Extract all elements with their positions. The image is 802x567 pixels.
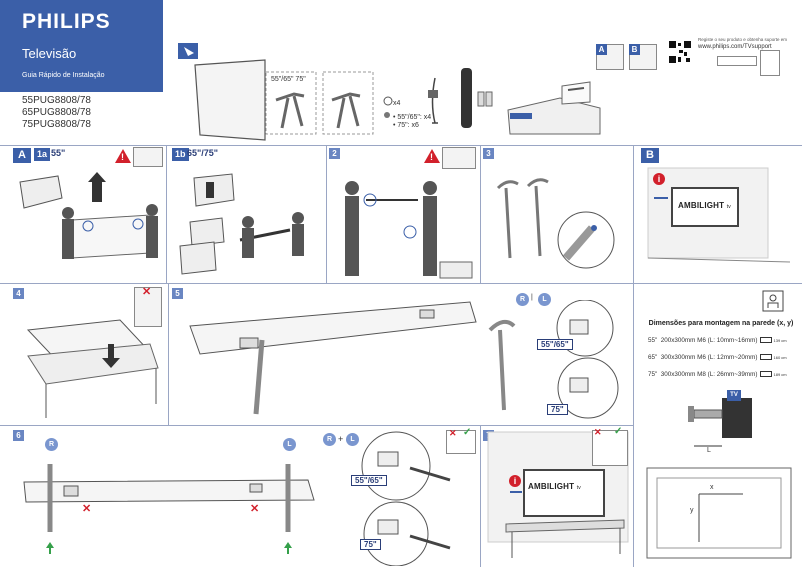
option-b-tab: B: [629, 44, 640, 55]
step-6-combo-right-circle: R: [323, 433, 336, 446]
support-url: www.philips.com/TVsupport: [698, 44, 772, 50]
product-title: Televisão: [22, 46, 77, 61]
step-1a-size: 55": [51, 148, 66, 158]
screw-count-label: x4: [393, 100, 401, 107]
step-1a-illustration: [19, 172, 158, 259]
step-1b-illustration: [179, 173, 304, 275]
step-5-left-circle: L: [538, 293, 551, 306]
ambilight-logo-7: AMBILIGHT tv: [528, 482, 581, 491]
check-icon-7: ✓: [614, 426, 623, 437]
stand-sizes-label: 55"/65" 75": [271, 76, 306, 83]
step-5-detail-illustration: [488, 300, 619, 419]
check-icon-6: ✓: [463, 427, 472, 438]
step-6-number: 6: [13, 430, 24, 441]
step-5-illustration: [189, 301, 477, 415]
step-1a-tab: 1a: [34, 148, 51, 161]
wall-mount-title: Dimensões para montagem na parede (x, y): [648, 320, 794, 327]
brand-logo: PHILIPS: [22, 10, 111, 33]
y-dimension-label: y: [690, 507, 694, 514]
tv-label: TV: [727, 390, 741, 401]
step-6-left-circle: L: [283, 438, 296, 451]
model-list: 55PUG8808/78 65PUG8808/78 75PUG8808/78: [22, 95, 91, 131]
step-5-size-75: 75": [547, 404, 568, 415]
model-75: 75PUG8808/78: [22, 119, 91, 130]
divider-1b-2: [326, 145, 327, 283]
step-3-illustration: [496, 178, 615, 269]
model-55: 55PUG8808/78: [22, 95, 91, 106]
wall-mount-row: 75" 300x300mm M8 (L: 26mm~39mm)189 cm: [648, 371, 787, 378]
step-4-number: 4: [13, 288, 24, 299]
option-a-tab: A: [596, 44, 607, 55]
step-5-size-55-65: 55"/65": [537, 339, 573, 350]
step-5-right-circle: R: [516, 293, 529, 306]
step-7-ok-thumbnail: [592, 430, 628, 466]
plus-icon: +: [338, 434, 344, 444]
divider-section-b: [633, 145, 634, 567]
cross-icon-4: ✕: [142, 286, 152, 298]
brand-header: PHILIPS Televisão Guia Rápido de Instala…: [0, 0, 163, 92]
cross-icon-6-detail: ✕: [449, 428, 457, 438]
wall-xy-diagram: [646, 467, 792, 559]
step-6-illustration: [23, 464, 315, 554]
step-2-number: 2: [329, 148, 340, 159]
divider-row-3: [0, 425, 633, 426]
registration-text: Registe o seu produto e obtenha suporte …: [698, 37, 788, 42]
cross-icon-7: ✕: [594, 427, 602, 437]
cross-icon-6-right: ✕: [250, 503, 260, 515]
screw-count-75: • 75": x6: [393, 122, 419, 129]
step-6-size-55-65: 55"/65": [351, 475, 387, 486]
warning-icon-1a: !: [115, 149, 131, 163]
step-4-ok-thumbnail: [134, 287, 162, 327]
guide-title: Guia Rápido de Instalação: [22, 72, 105, 79]
wall-mount-icon: [762, 290, 784, 312]
warning-thumbnail-2: [442, 147, 476, 169]
info-icon-7: i: [509, 475, 521, 487]
divider-b-wall: [633, 283, 802, 284]
step-3-number: 3: [483, 148, 494, 159]
document-icon: [760, 50, 780, 76]
box-contents-illustration: [178, 43, 601, 141]
divider-row-2: [0, 283, 633, 284]
length-label: L: [707, 447, 711, 454]
step-5-number: 5: [172, 288, 183, 299]
x-dimension-label: x: [710, 484, 714, 491]
divider-2-3: [480, 145, 481, 283]
model-65: 65PUG8808/78: [22, 107, 91, 118]
wall-mount-row: 55" 200x300mm M6 (L: 10mm~16mm)139 cm: [648, 337, 787, 344]
info-icon-b: i: [653, 173, 665, 185]
section-a-tab: A: [13, 148, 31, 163]
search-box-icon: [717, 56, 757, 66]
step-6-combo-left-circle: L: [346, 433, 359, 446]
divider-1a-1b: [166, 145, 167, 283]
step-6-right-circle: R: [45, 438, 58, 451]
divider-6-7: [480, 425, 481, 567]
step-7-illustration: [487, 431, 629, 558]
divider-4-5: [168, 283, 169, 425]
section-b-tab: B: [641, 148, 659, 163]
screw-count-55-65: • 55"/65": x4: [393, 114, 432, 121]
step-1b-size: 65"/75": [187, 148, 219, 158]
section-b-illustration: [647, 167, 791, 263]
step-6-ok-thumbnail: [446, 430, 476, 454]
warning-icon-2: !: [424, 149, 440, 163]
wall-mount-row: 65" 300x300mm M6 (L: 12mm~20mm)160 cm: [648, 354, 787, 361]
cross-icon-6-left: ✕: [82, 503, 92, 515]
warning-thumbnail-1a: [133, 147, 163, 167]
qr-code-icon: [668, 40, 692, 64]
ambilight-logo-b: AMBILIGHT tv: [678, 201, 731, 210]
step-5-separator: |: [531, 294, 533, 301]
step-6-size-75: 75": [360, 539, 381, 550]
step-2-illustration: [345, 181, 473, 279]
step-1b-tab: 1b: [172, 148, 189, 161]
wall-screw-illustration: [688, 398, 752, 447]
step-4-illustration: [26, 319, 159, 418]
divider-row-1: [0, 145, 802, 146]
